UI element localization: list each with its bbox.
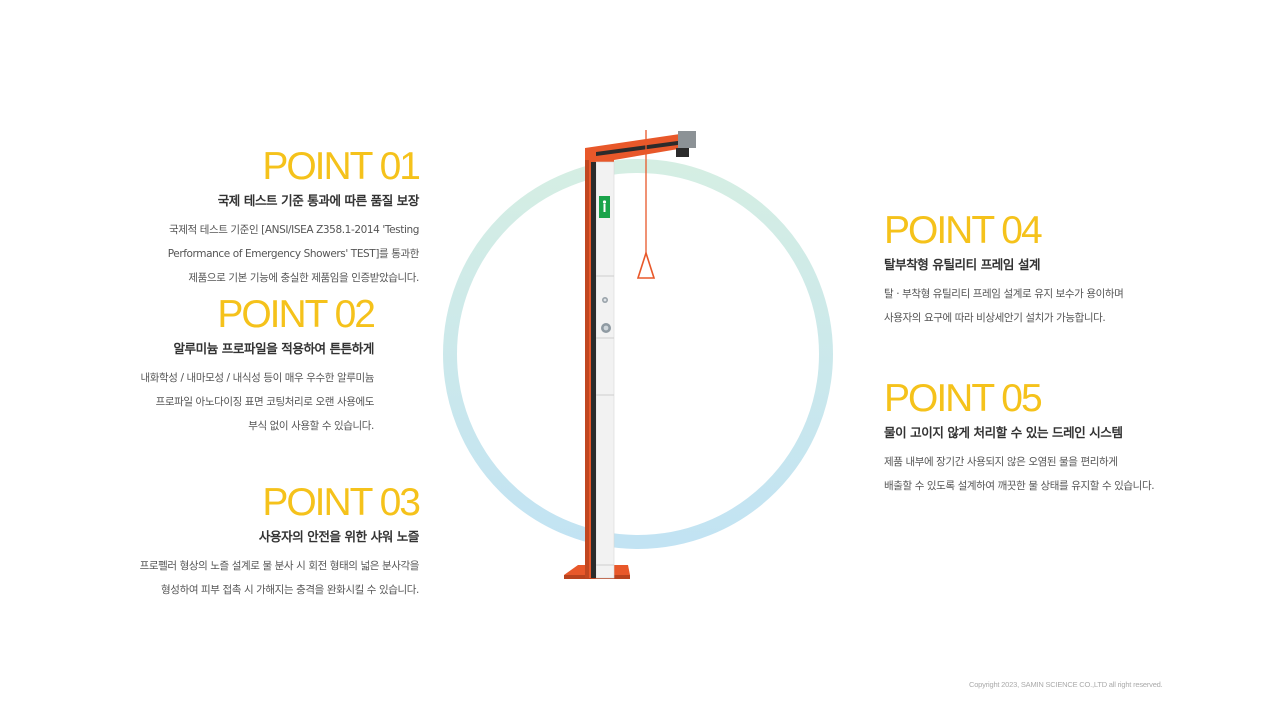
point-01-line: 제품으로 기본 기능에 충실한 제품임을 인증받았습니다.	[188, 272, 419, 284]
point-04-line: 사용자의 요구에 따라 비상세안기 설치가 가능합니다.	[884, 312, 1106, 324]
point-02-title: POINT 02	[217, 293, 376, 336]
point-03-line: 프로펠러 형상의 노즐 설계로 물 분사 시 회전 형태의 넓은 분사각을	[139, 560, 420, 572]
point-03-line: 형성하여 피부 접촉 시 가해지는 충격을 완화시킬 수 있습니다.	[161, 584, 419, 596]
point-02-subtitle: 알루미늄 프로파일을 적용하여 튼튼하게	[173, 341, 374, 356]
point-01-title: POINT 01	[262, 145, 421, 188]
point-01-description: 국제적 테스트 기준인 [ANSI/ISEA Z358.1-2014 'Test…	[167, 218, 420, 290]
point-05-line: 배출할 수 있도록 설계하여 깨끗한 물 상태를 유지할 수 있습니다.	[884, 480, 1155, 492]
point-03: POINT 03 사용자의 안전을 위한 샤워 노즐 프로펠러 형상의 노즐 설…	[139, 481, 421, 602]
point-05-line: 제품 내부에 장기간 사용되지 않은 오염된 물을 편리하게	[884, 456, 1118, 468]
point-03-subtitle: 사용자의 안전을 위한 샤워 노즐	[258, 529, 420, 544]
point-04-line: 탈 · 부착형 유틸리티 프레임 설계로 유지 보수가 용이하며	[884, 288, 1124, 300]
point-03-title: POINT 03	[262, 481, 421, 524]
point-02: POINT 02 알루미늄 프로파일을 적용하여 튼튼하게 내화학성 / 내마모…	[141, 293, 376, 438]
point-04-description: 탈 · 부착형 유틸리티 프레임 설계로 유지 보수가 용이하며 사용자의 요구…	[884, 282, 1124, 330]
point-05: POINT 05 물이 고이지 않게 처리할 수 있는 드레인 시스템 제품 내…	[884, 377, 1155, 498]
point-02-description: 내화학성 / 내마모성 / 내식성 등이 매우 우수한 알루미늄 프로파일 아노…	[141, 366, 375, 438]
emergency-shower-illustration	[564, 130, 696, 579]
decorative-ring	[443, 159, 833, 549]
point-01: POINT 01 국제 테스트 기준 통과에 따른 품질 보장 국제적 테스트 …	[167, 145, 421, 290]
point-02-line: 내화학성 / 내마모성 / 내식성 등이 매우 우수한 알루미늄	[140, 372, 375, 384]
point-05-title: POINT 05	[884, 377, 1043, 420]
point-03-description: 프로펠러 형상의 노즐 설계로 물 분사 시 회전 형태의 넓은 분사각을 형성…	[139, 554, 420, 602]
copyright-text: Copyright 2023, SAMIN SCIENCE CO.,LTD al…	[969, 680, 1163, 689]
point-05-subtitle: 물이 고이지 않게 처리할 수 있는 드레인 시스템	[884, 425, 1123, 440]
point-04-subtitle: 탈부착형 유틸리티 프레임 설계	[884, 257, 1041, 272]
point-01-subtitle: 국제 테스트 기준 통과에 따른 품질 보장	[217, 193, 420, 208]
point-05-description: 제품 내부에 장기간 사용되지 않은 오염된 물을 편리하게 배출할 수 있도록…	[884, 450, 1155, 498]
point-02-line: 프로파일 아노다이징 표면 코팅처리로 오랜 사용에도	[155, 396, 375, 408]
point-01-line: 국제적 테스트 기준인 [ANSI/ISEA Z358.1-2014 'Test…	[168, 224, 419, 236]
point-02-line: 부식 없이 사용할 수 있습니다.	[248, 420, 374, 432]
point-01-line: Performance of Emergency Showers' TEST]를…	[167, 248, 420, 260]
point-04-title: POINT 04	[884, 209, 1043, 252]
point-04: POINT 04 탈부착형 유틸리티 프레임 설계 탈 · 부착형 유틸리티 프…	[884, 209, 1124, 330]
